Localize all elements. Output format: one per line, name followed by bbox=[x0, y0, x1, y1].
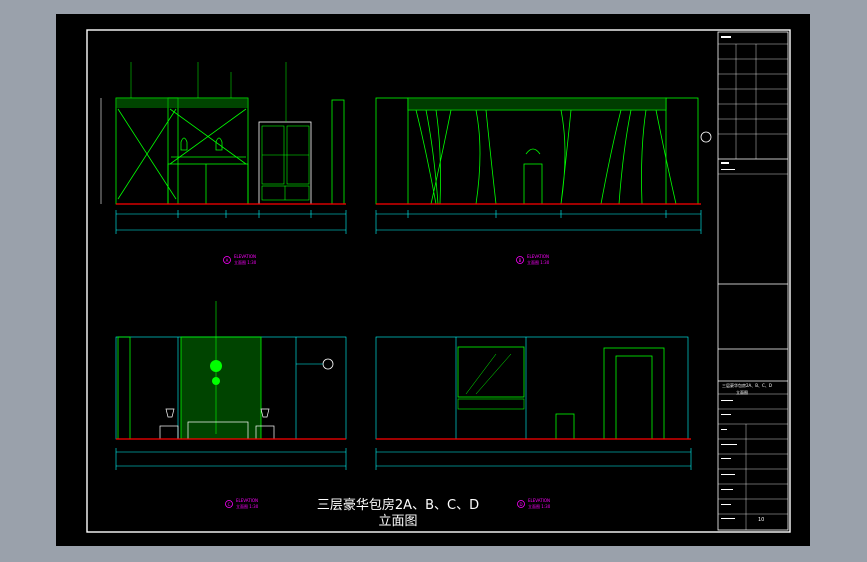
title-block-notes bbox=[721, 36, 737, 519]
elevation-a-panel-right bbox=[167, 97, 249, 205]
elevation-tag-a-sub: 立面图 1:30 bbox=[234, 259, 257, 265]
elevation-tag-b-code: B bbox=[519, 258, 522, 263]
elevation-tag-c: C ELEVATION 立面图 1:30 bbox=[225, 498, 259, 509]
elevation-d-door bbox=[603, 347, 665, 440]
sheet-number: 10 bbox=[758, 517, 764, 523]
elevation-tag-a: A ELEVATION 立面图 1:30 bbox=[223, 254, 257, 265]
elevation-tag-a-code: A bbox=[226, 258, 229, 263]
elevation-a bbox=[100, 62, 347, 234]
elevation-tag-d: D ELEVATION 立面图 1:30 bbox=[517, 498, 551, 509]
elevation-tag-b-label: ELEVATION bbox=[527, 254, 549, 259]
title-block-project-2: 立面图 bbox=[736, 389, 748, 395]
elevation-tag-c-sub: 立面图 1:30 bbox=[236, 503, 259, 509]
drawing-sheet: 三层豪华包房2A、B、C、D 立面图 10 bbox=[56, 14, 810, 546]
elevation-tag-c-code: C bbox=[228, 502, 231, 507]
title-block bbox=[717, 31, 789, 531]
drawing-title: 三层豪华包房2A、B、C、D bbox=[317, 497, 479, 513]
elevation-b bbox=[375, 97, 712, 234]
elevation-c bbox=[115, 301, 347, 470]
elevation-tag-b-sub: 立面图 1:30 bbox=[527, 259, 550, 265]
elevation-tag-a-label: ELEVATION bbox=[234, 254, 256, 259]
drawing-border bbox=[86, 29, 791, 533]
elevation-tag-d-sub: 立面图 1:30 bbox=[528, 503, 551, 509]
elevation-d bbox=[375, 336, 692, 470]
drawing-subtitle: 立面图 bbox=[378, 514, 417, 529]
elevation-tag-d-code: D bbox=[519, 502, 522, 507]
elevation-tag-d-label: ELEVATION bbox=[528, 498, 550, 503]
elevation-tag-c-label: ELEVATION bbox=[236, 498, 258, 503]
elevation-tag-b: B ELEVATION 立面图 1:30 bbox=[516, 254, 550, 265]
elevation-d-mirror bbox=[457, 346, 525, 398]
title-block-project: 三层豪华包房2A、B、C、D bbox=[722, 382, 772, 388]
cad-drawing: 三层豪华包房2A、B、C、D 立面图 10 bbox=[86, 29, 791, 533]
